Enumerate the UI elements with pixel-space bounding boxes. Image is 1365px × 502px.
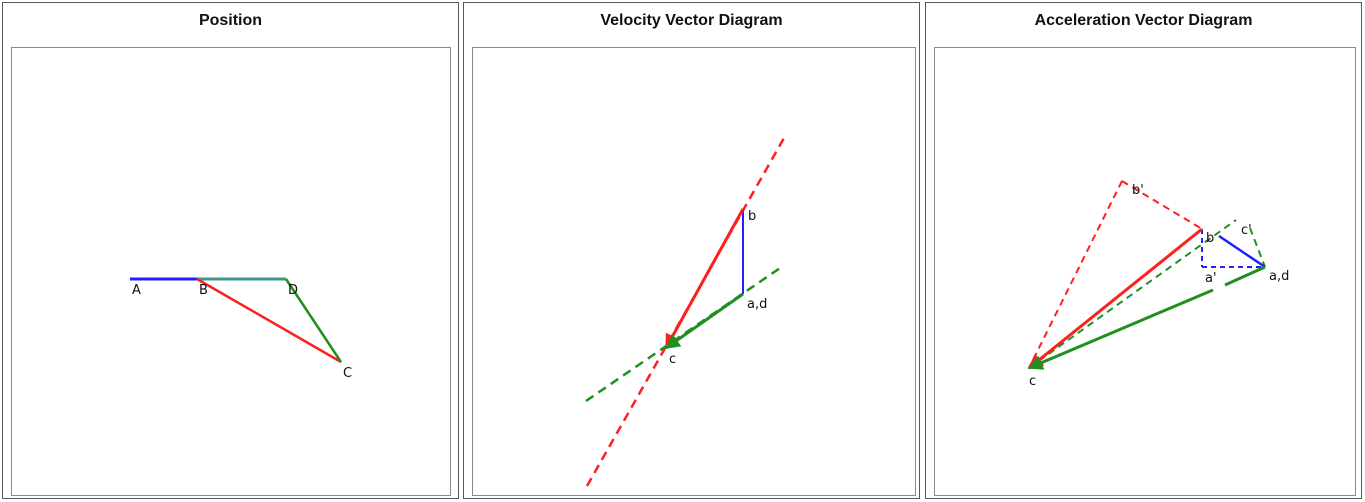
label-B: B bbox=[199, 283, 208, 298]
label-c-prime: c' bbox=[1241, 223, 1252, 238]
label-c: c bbox=[669, 352, 676, 367]
velocity-panel: Velocity Vector Diagram b a,d c bbox=[463, 2, 920, 499]
label-b: b bbox=[748, 209, 756, 224]
green-dashed-c-cp bbox=[1028, 219, 1237, 369]
position-canvas: A B D C bbox=[11, 47, 451, 496]
link-BC bbox=[196, 277, 342, 364]
link-DC bbox=[284, 278, 343, 363]
vector-ad-c-upper bbox=[1224, 265, 1266, 287]
position-panel: Position A B D C bbox=[2, 2, 459, 499]
acceleration-diagram: b' b c' a' a,d c bbox=[1027, 180, 1289, 389]
red-dashed-bp-c bbox=[1028, 180, 1123, 369]
vector-dc bbox=[664, 292, 744, 350]
green-direction-line bbox=[585, 264, 784, 403]
velocity-diagram: b a,d c bbox=[585, 137, 786, 487]
position-diagram: A B D C bbox=[130, 277, 352, 381]
label-ad: a,d bbox=[747, 297, 767, 312]
label-C: C bbox=[343, 366, 352, 381]
label-c-accel: c bbox=[1029, 374, 1036, 389]
panel-title-acceleration: Acceleration Vector Diagram bbox=[1034, 12, 1253, 29]
label-A: A bbox=[132, 283, 141, 298]
vector-ad-c bbox=[1027, 288, 1214, 370]
vector-b-c bbox=[1027, 227, 1203, 370]
vector-ad-b bbox=[1218, 234, 1266, 269]
velocity-canvas: b a,d c bbox=[472, 47, 916, 496]
acceleration-panel: Acceleration Vector Diagram bbox=[925, 2, 1362, 499]
label-D: D bbox=[288, 283, 298, 298]
label-b-accel: b bbox=[1206, 231, 1214, 246]
green-dashed-cp-ad bbox=[1249, 227, 1266, 268]
label-b-prime: b' bbox=[1132, 183, 1144, 198]
acceleration-canvas: b' b c' a' a,d c bbox=[934, 47, 1356, 496]
panel-title-position: Position bbox=[198, 12, 263, 29]
panel-title-velocity: Velocity Vector Diagram bbox=[600, 12, 783, 29]
label-ad-accel: a,d bbox=[1269, 269, 1289, 284]
vector-bc bbox=[664, 208, 745, 350]
red-dashed-bp-b bbox=[1121, 180, 1203, 230]
label-a-prime: a' bbox=[1205, 271, 1217, 286]
